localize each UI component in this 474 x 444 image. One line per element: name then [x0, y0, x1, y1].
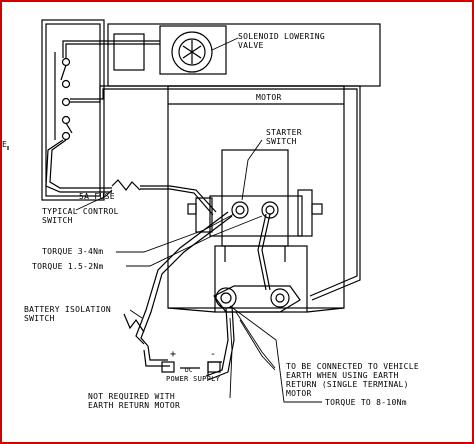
motor-body [167, 85, 345, 313]
leader-lines [75, 37, 322, 403]
battery-isolation-symbol [123, 313, 145, 333]
torque-large-label: TORQUE TO 8-10Nm [325, 398, 407, 407]
control-switch-unit [41, 19, 105, 201]
power-supply-terminals [161, 361, 221, 373]
torque-tiny-label: TORQUE 1.5-2Nm [32, 262, 104, 271]
not-required-label: NOT REQUIRED WITH EARTH RETURN MOTOR [88, 392, 181, 410]
control-wiring [45, 40, 361, 301]
battery-isolation-label: BATTERY ISOLATION SWITCH [24, 305, 111, 323]
main-terminal [213, 213, 301, 313]
plus-label: + [170, 349, 177, 360]
control-switch-label: TYPICAL CONTROL SWITCH [42, 207, 119, 225]
starter-switch-label: STARTER SWITCH [266, 128, 302, 146]
solenoid-label: SOLENOID LOWERING VALVE [238, 32, 325, 50]
motor-label: MOTOR [256, 93, 282, 102]
minus-label: - [210, 349, 217, 360]
power-supply-label: POWER SUPPLY [166, 375, 221, 383]
earth-note-label: TO BE CONNECTED TO VEHICLE EARTH WHEN US… [286, 362, 420, 398]
edge-mark: E [2, 140, 8, 149]
torque-small-label: TORQUE 3-4Nm [42, 247, 104, 256]
fuse [111, 179, 217, 216]
starter-switch [187, 149, 323, 262]
dc-label: DC [185, 367, 193, 374]
fuse-label: 5A FUSE [79, 192, 115, 201]
